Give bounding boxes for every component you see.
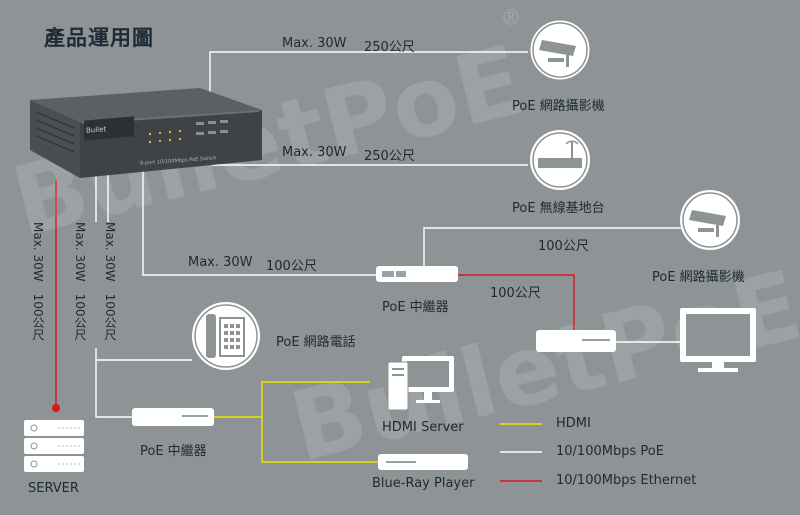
extender-box-icon: [536, 330, 616, 352]
extender-lower-label: PoE 中繼器: [140, 440, 207, 459]
access-point-label: PoE 無線基地台: [512, 197, 605, 216]
camera-top-power: Max. 30W: [282, 36, 347, 51]
camera-right-icon: [680, 190, 740, 250]
camera-right-distance: 100公尺: [538, 235, 589, 254]
camera-top-distance: 250公尺: [364, 36, 415, 55]
poe-line-extender-lower: [96, 360, 132, 417]
bluray-label: Blue-Ray Player: [372, 476, 474, 491]
hdmi-server-label: HDMI Server: [382, 420, 464, 435]
vertical-label-3: Max. 30W 100公尺: [102, 222, 119, 340]
extender-upper-icon: [376, 266, 458, 282]
server-icon: [24, 420, 84, 472]
legend-ethernet: 10/100Mbps Ethernet: [556, 473, 696, 488]
extender-distance: 100公尺: [266, 255, 317, 274]
phone-label: PoE 網路電話: [276, 331, 356, 350]
camera-right-label: PoE 網路攝影機: [652, 266, 745, 285]
extender-upper-label: PoE 中繼器: [382, 296, 449, 315]
vertical-label-2: Max. 30W 100公尺: [72, 222, 89, 340]
page-title: 產品運用圖: [44, 22, 154, 52]
extender-power: Max. 30W: [188, 255, 253, 270]
phone-icon: [192, 302, 260, 370]
poe-line-extender-upper: [143, 170, 376, 275]
hdmi-line-bluray: [262, 417, 378, 462]
poe-line-phone: [96, 348, 192, 360]
monitor-icon: [680, 308, 756, 372]
camera-top-label: PoE 網路攝影機: [512, 95, 605, 114]
server-label: SERVER: [28, 481, 79, 496]
camera-icon: [530, 20, 590, 80]
hdmi-line-branch: [214, 382, 370, 417]
switch-brand: Bullet: [86, 125, 106, 134]
hdmi-server-icon: [388, 356, 454, 410]
legend-hdmi: HDMI: [556, 416, 591, 431]
extender-link-distance: 100公尺: [490, 282, 541, 301]
extender-lower-icon: [132, 408, 214, 426]
poe-line-camera-top: [210, 52, 528, 100]
legend-lines: [500, 424, 542, 481]
access-point-distance: 250公尺: [364, 145, 415, 164]
legend-poe: 10/100Mbps PoE: [556, 444, 664, 459]
access-point-icon: [530, 130, 590, 190]
access-point-power: Max. 30W: [282, 145, 347, 160]
server-connection-dot: [52, 404, 60, 412]
bluray-player-icon: [378, 454, 468, 470]
vertical-label-1: Max. 30W 100公尺: [30, 222, 47, 340]
